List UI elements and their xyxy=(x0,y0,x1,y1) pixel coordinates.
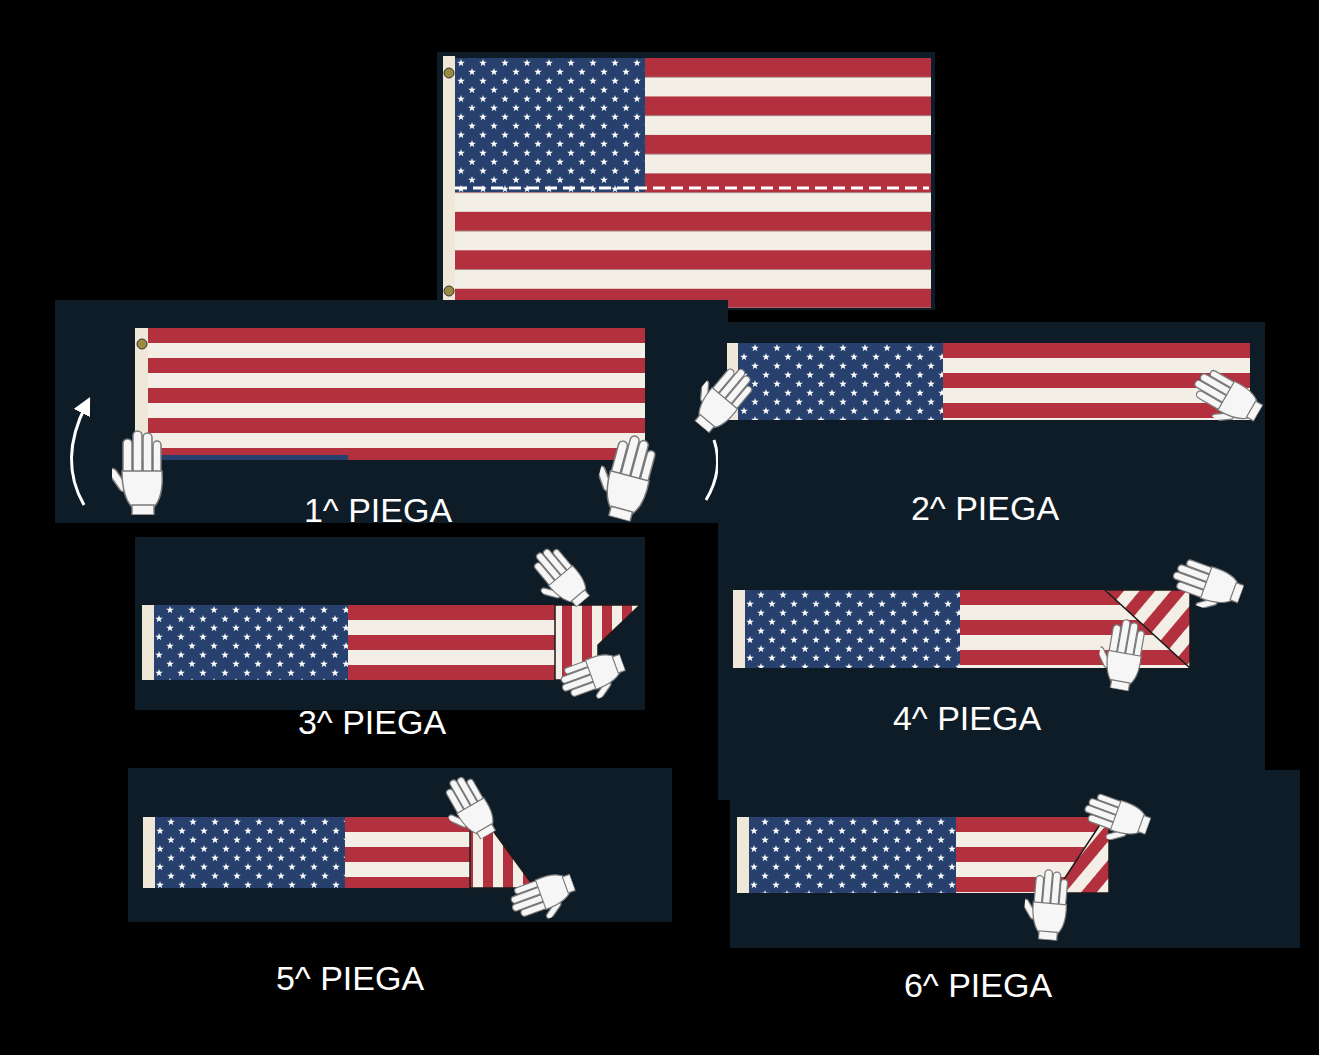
panel xyxy=(55,300,728,523)
glove-hand xyxy=(1183,364,1267,439)
grommet xyxy=(137,339,147,349)
glove-hand xyxy=(1165,555,1246,622)
step-label: 4^ PIEGA xyxy=(893,698,1041,738)
flag-stripes xyxy=(960,590,1190,668)
flag-canton xyxy=(148,455,348,460)
folded-flag xyxy=(135,328,645,460)
step-label: 1^ PIEGA xyxy=(304,490,452,530)
step-label: 3^ PIEGA xyxy=(298,702,446,742)
flag-stars xyxy=(745,590,960,668)
flag-stars xyxy=(455,58,645,192)
panel xyxy=(128,768,672,922)
panel xyxy=(718,322,1265,800)
flag-canton xyxy=(749,817,956,893)
grommet xyxy=(444,286,454,296)
flag xyxy=(455,58,931,308)
hoist-strip xyxy=(733,590,745,668)
glove-hand xyxy=(431,771,501,849)
flag-stars xyxy=(154,605,348,680)
grommet xyxy=(444,68,454,78)
glove-hand xyxy=(679,354,759,437)
glove-hand xyxy=(1090,615,1147,692)
flag-stars xyxy=(749,817,956,893)
step-label: 6^ PIEGA xyxy=(904,965,1052,1005)
flag-canton xyxy=(455,58,645,192)
flag-stripes xyxy=(455,58,931,308)
panel xyxy=(437,52,935,310)
folded-flag xyxy=(727,343,1250,420)
panel xyxy=(730,770,1300,948)
glove-hand xyxy=(585,428,660,523)
flag-stripes xyxy=(345,817,470,888)
glove-hand xyxy=(107,431,162,515)
flag-canton xyxy=(155,817,345,888)
flag-canton xyxy=(738,343,943,420)
flag-stripes xyxy=(148,328,645,460)
hoist-strip xyxy=(143,817,155,888)
glove-hand xyxy=(556,648,632,711)
hoist-strip xyxy=(142,605,154,680)
flag-canton xyxy=(745,590,960,668)
fold-arrow xyxy=(706,440,718,500)
fold-arrow xyxy=(71,405,86,505)
glove-hand xyxy=(1018,868,1070,942)
step-label: 2^ PIEGA xyxy=(911,488,1059,528)
step-label: 5^ PIEGA xyxy=(276,958,424,998)
glove-hand xyxy=(506,868,582,931)
glove-hand xyxy=(1077,790,1153,853)
flag-stars xyxy=(155,817,345,888)
hoist-strip xyxy=(737,817,749,893)
hoist-strip xyxy=(443,56,455,308)
flag-stripes xyxy=(348,605,555,680)
glove-hand xyxy=(520,542,595,620)
flag-canton xyxy=(154,605,348,680)
fold-line xyxy=(455,187,929,190)
panel xyxy=(135,537,645,710)
flag-stars xyxy=(738,343,943,420)
